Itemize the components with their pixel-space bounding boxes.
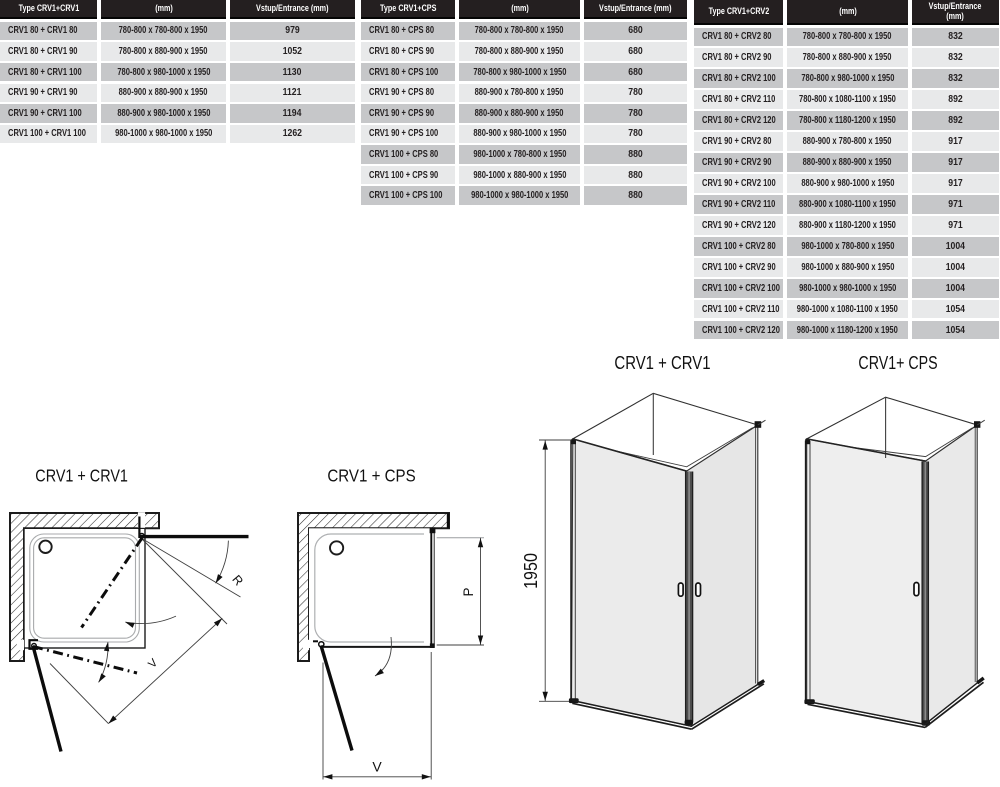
svg-text:CRV1 + CRV1: CRV1 + CRV1 xyxy=(35,466,128,486)
svg-text:V: V xyxy=(372,759,382,775)
svg-text:V: V xyxy=(146,657,160,671)
svg-text:R: R xyxy=(229,572,246,588)
svg-text:CRV1 + CPS: CRV1 + CPS xyxy=(327,465,415,486)
svg-text:CRV1 + CRV1: CRV1 + CRV1 xyxy=(614,352,710,373)
svg-text:CRV1+ CPS: CRV1+ CPS xyxy=(858,353,937,373)
svg-text:1950: 1950 xyxy=(520,553,541,589)
svg-text:P: P xyxy=(461,587,476,596)
